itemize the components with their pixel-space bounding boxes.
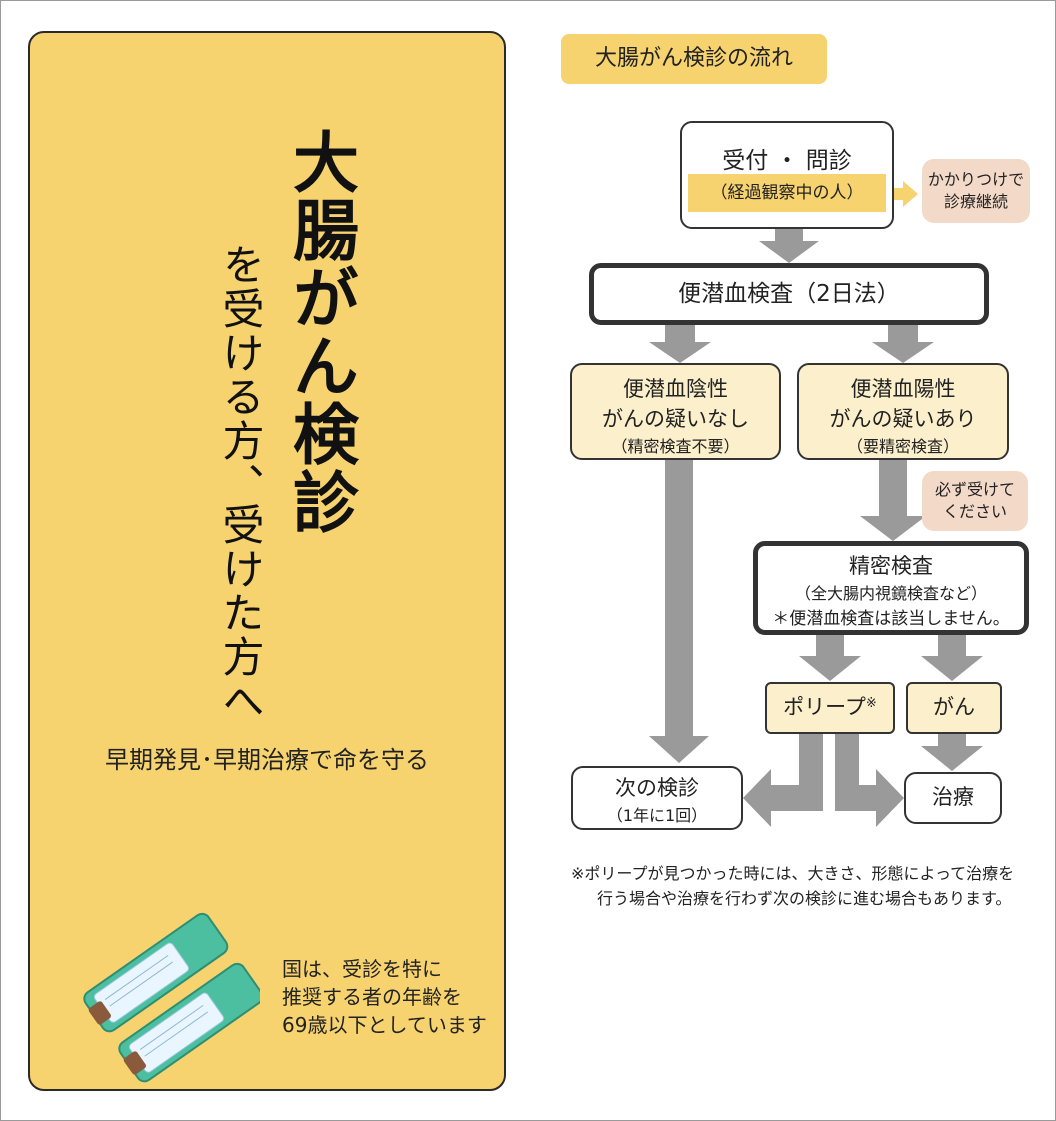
arrow-down — [921, 635, 983, 681]
arrow-right-yellow — [885, 181, 918, 207]
must-attend-line: 必ず受けて — [934, 480, 1015, 499]
positive-line-3: （要精密検査） — [846, 437, 959, 456]
next-screening-box: 次の検診 （1年に1回） — [571, 766, 743, 830]
arrow-down — [649, 325, 711, 363]
detailed-exam-box: 精密検査 （全大腸内視鏡検査など） ＊便潜血検査は該当しません。 — [753, 541, 1029, 635]
slogan: 早期発見･早期治療で命を守る — [105, 746, 429, 774]
follow-up-chip: （経過観察中の人） — [688, 174, 886, 212]
must-attend-line: ください — [942, 502, 1007, 521]
polyp-note-mark: ※ — [865, 696, 877, 711]
detailed-exam-line-1: 精密検査 — [849, 554, 933, 578]
continue-care-line: かかりつけで — [927, 170, 1025, 189]
footnote-line-2: 行う場合や治療を行わず次の検診に進む場合もあります。 — [597, 889, 1012, 908]
negative-line-1: 便潜血陰性 — [623, 377, 728, 401]
detailed-exam-line-3: ＊便潜血検査は該当しません。 — [772, 609, 1010, 629]
age-note-line: 推奨する者の年齢を — [282, 985, 462, 1009]
treatment-box: 治療 — [904, 772, 1002, 824]
arrow-down — [921, 734, 983, 771]
fobt-box: 便潜血検査（2日法） — [589, 263, 989, 325]
arrow-down — [649, 460, 709, 763]
arrow-down — [759, 225, 819, 263]
test-kit-illustration — [83, 912, 260, 1083]
reception-label: 受付 ・ 問診 — [722, 148, 852, 174]
age-note-line: 69歳以下としています — [282, 1013, 487, 1037]
arrow-down — [872, 325, 934, 363]
negative-line-3: （精密検査不要） — [611, 437, 740, 456]
flow-title: 大腸がん検診の流れ — [561, 34, 827, 84]
continue-care-line: 診療継続 — [943, 192, 1008, 211]
sub-title: を受ける方、 — [205, 243, 275, 507]
continue-care-bubble: かかりつけで 診療継続 — [922, 159, 1030, 223]
sub-title-line-1: を受ける方、 — [216, 243, 265, 507]
footnote-line-1: ※ポリープが見つかった時には、大きさ、形態によって治療を — [571, 864, 1015, 883]
age-note: 国は、受診を特に 推奨する者の年齢を 69歳以下としています — [282, 955, 502, 1039]
positive-box: 便潜血陽性 がんの疑いあり （要精密検査） — [797, 363, 1009, 460]
negative-line-2: がんの疑いなし — [602, 407, 749, 431]
next-screening-line-1: 次の検診 — [615, 776, 699, 800]
sub-title-line-2: 受けた方へ — [216, 503, 265, 723]
positive-line-1: 便潜血陽性 — [850, 377, 956, 401]
left-cover-panel: 大腸がん検診 を受ける方、 受けた方へ 早期発見･早期治療で命を守る — [28, 31, 506, 1091]
polyp-label: ポリープ — [783, 695, 866, 719]
fobt-label: 便潜血検査（2日法） — [678, 281, 900, 307]
must-attend-bubble: 必ず受けて ください — [922, 471, 1028, 531]
polyp-box: ポリープ※ — [765, 682, 895, 734]
sub-title-second: 受けた方へ — [205, 503, 275, 723]
arrow-down — [799, 635, 861, 681]
next-screening-line-2: （1年に1回） — [606, 806, 708, 825]
cancer-label: がん — [933, 695, 975, 719]
main-title: 大腸がん検診 — [282, 128, 359, 536]
polyp-footnote: ※ポリープが見つかった時には、大きさ、形態によって治療を 行う場合や治療を行わず… — [571, 861, 1041, 911]
cancer-box: がん — [906, 682, 1002, 734]
detailed-exam-line-2: （全大腸内視鏡検査など） — [794, 584, 987, 603]
arrow-down — [860, 460, 926, 541]
negative-box: 便潜血陰性 がんの疑いなし （精密検査不要） — [570, 363, 781, 460]
treatment-label: 治療 — [932, 785, 974, 809]
age-note-line: 国は、受診を特に — [282, 957, 442, 981]
arrow-left — [743, 734, 823, 827]
positive-line-2: がんの疑いあり — [829, 407, 977, 431]
arrow-right — [835, 734, 904, 827]
